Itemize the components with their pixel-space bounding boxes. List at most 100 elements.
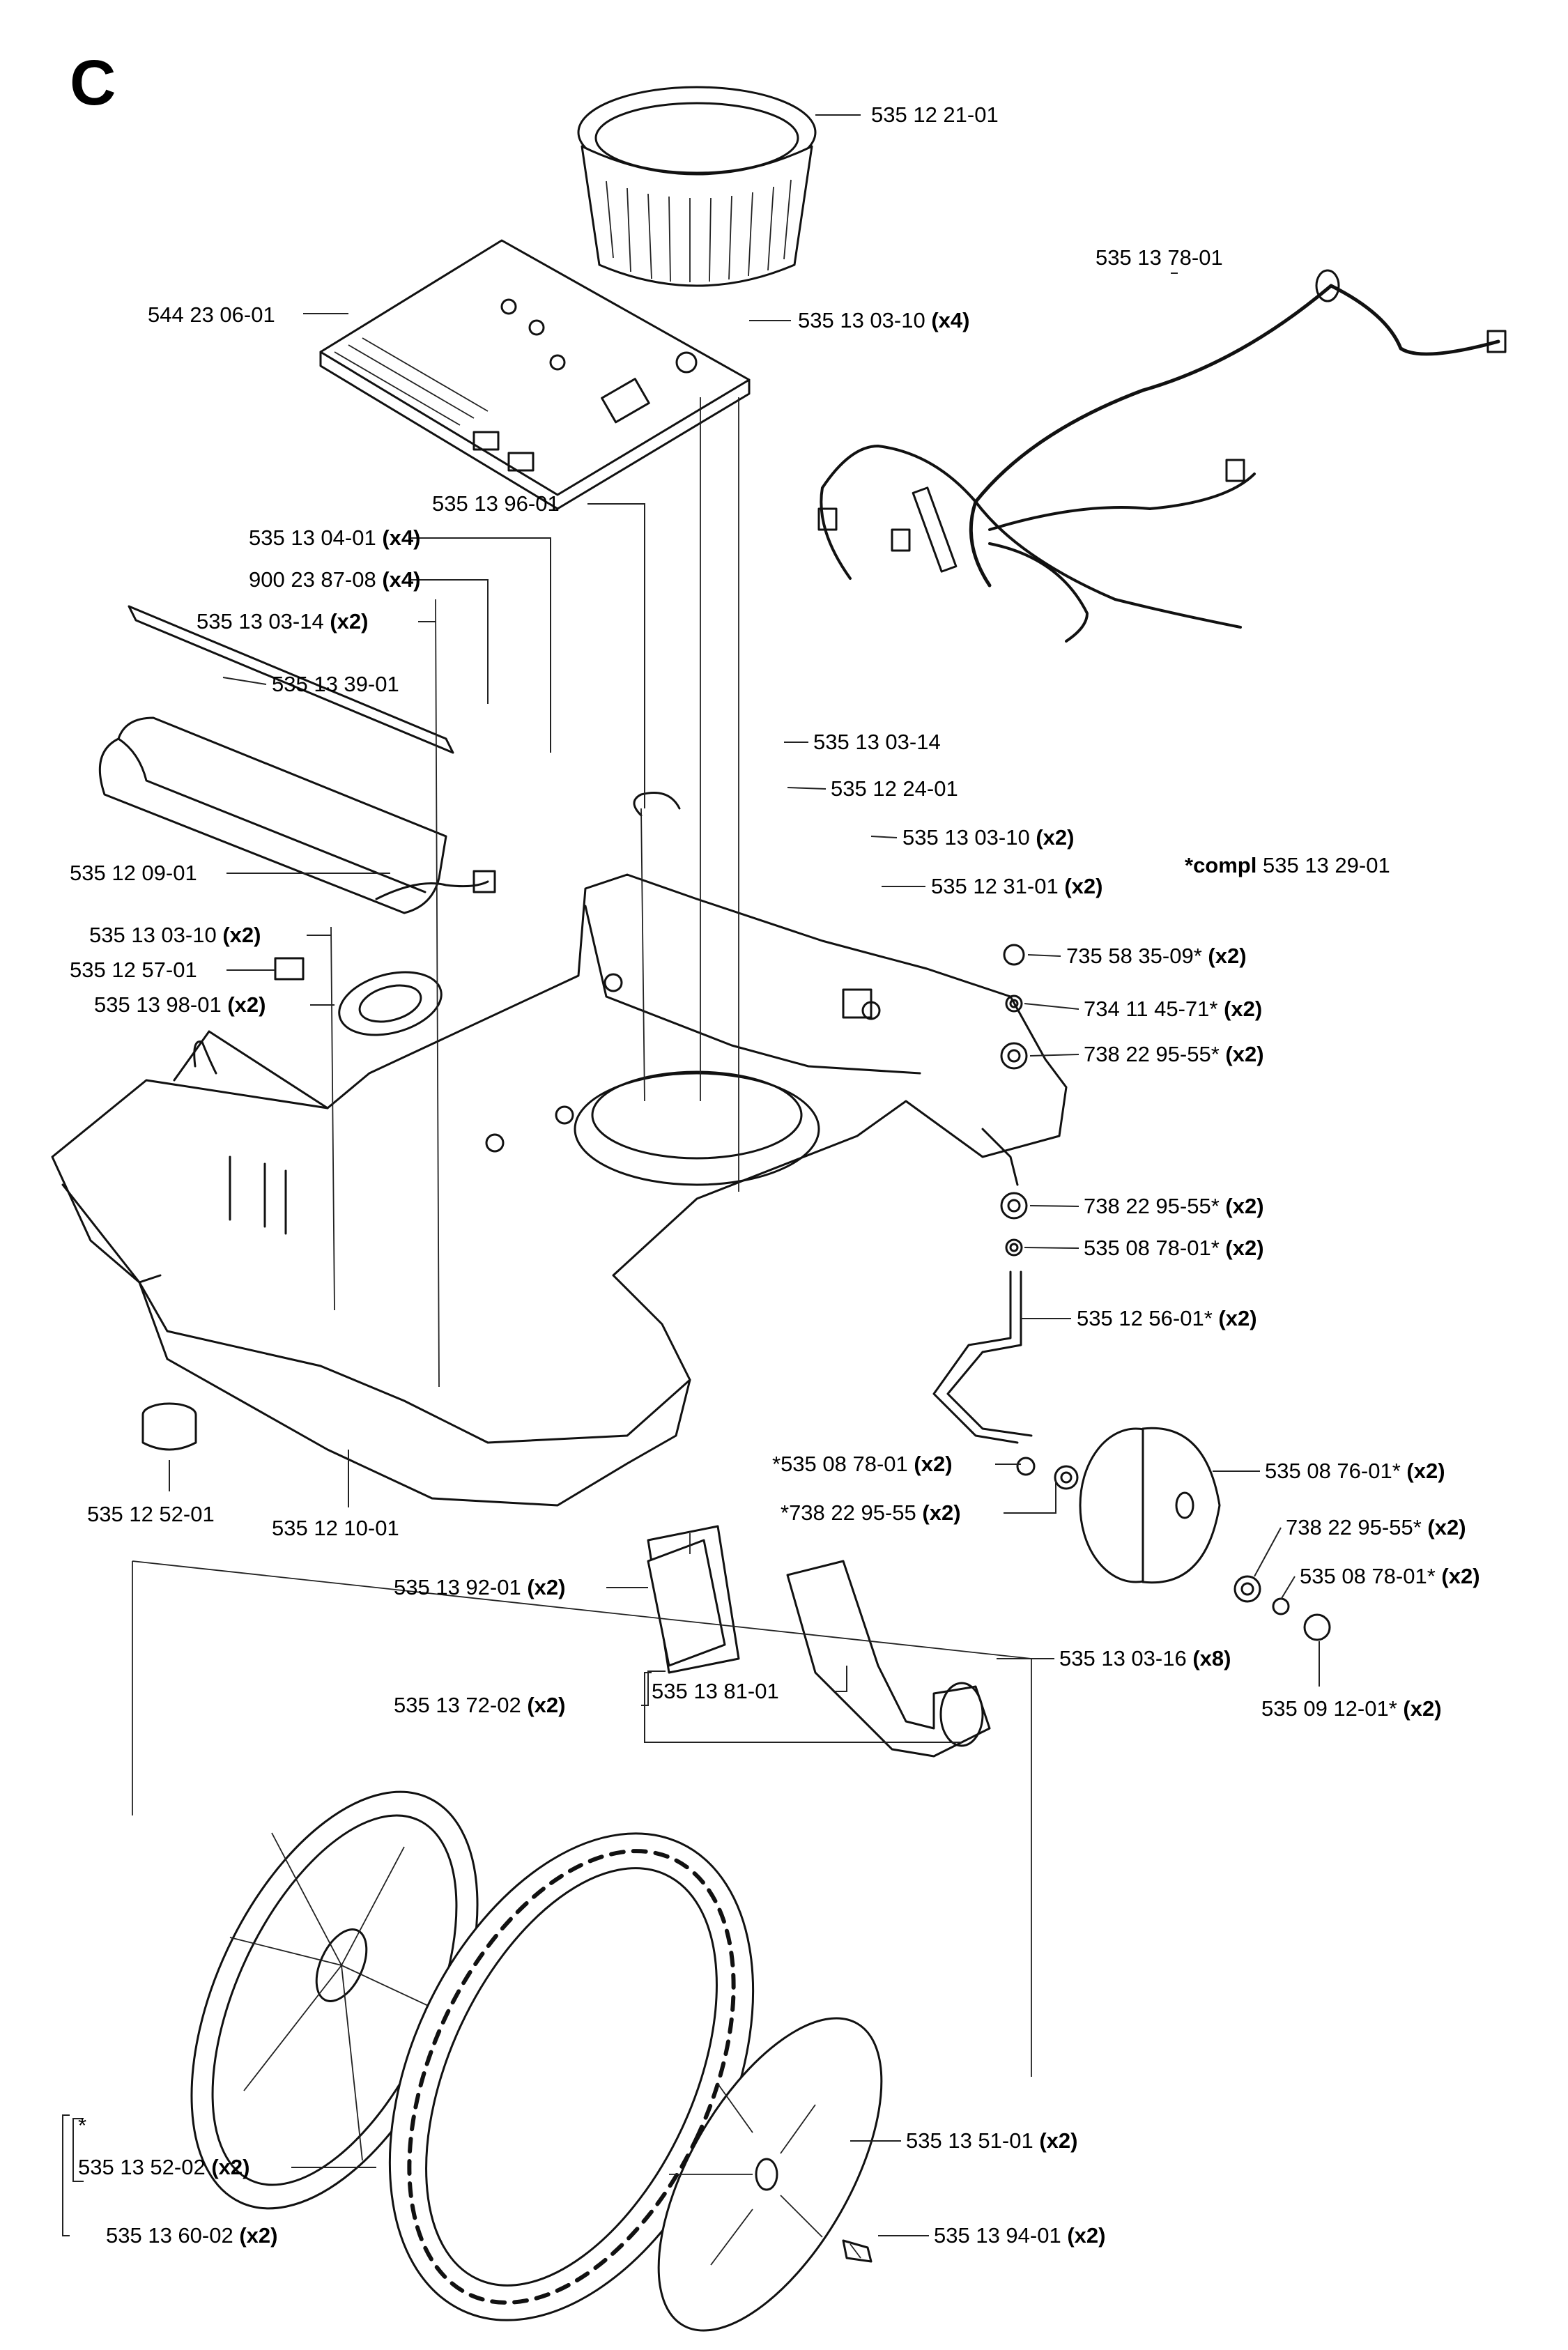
part-callout: 535 12 57-01 — [70, 958, 197, 982]
leader-line — [411, 579, 489, 704]
part-number: 535 09 12-01* — [1261, 1696, 1397, 1721]
part-number: 535 12 10-01 — [272, 1516, 399, 1540]
speaker-part — [193, 792, 681, 1075]
part-number: 535 13 98-01 — [94, 992, 222, 1017]
part-callout: 535 13 96-01 — [432, 491, 560, 516]
part-callout: 535 12 52-01 — [87, 1502, 215, 1526]
part-number: 535 13 81-01 — [652, 1679, 779, 1703]
leader-line — [62, 2114, 70, 2236]
part-callout: 535 13 03-10 (x4) — [798, 308, 969, 332]
leader-line — [1029, 1054, 1079, 1057]
part-quantity: (x2) — [222, 923, 261, 947]
part-callout: 535 12 10-01 — [272, 1516, 399, 1540]
part-callout: 535 13 92-01 (x2) — [394, 1575, 565, 1599]
part-quantity: (x2) — [527, 1575, 565, 1599]
part-callout: 535 12 56-01* (x2) — [1077, 1306, 1257, 1330]
part-number: 535 13 03-14 — [197, 609, 324, 633]
part-number: 535 12 52-01 — [87, 1502, 215, 1526]
group-bracket — [72, 2118, 84, 2182]
part-number: 900 23 87-08 — [249, 567, 376, 592]
part-number: 535 13 96-01 — [432, 491, 560, 516]
part-number: 735 58 35-09* — [1066, 944, 1202, 968]
section-letter: C — [70, 47, 116, 118]
part-callout: 535 13 03-10 (x2) — [902, 825, 1074, 850]
part-callout: 738 22 95-55* (x2) — [1084, 1194, 1264, 1218]
part-quantity: (x2) — [239, 2223, 277, 2248]
part-quantity: (x2) — [1225, 1194, 1263, 1218]
part-number: 535 12 09-01 — [70, 861, 197, 885]
part-quantity: (x2) — [1427, 1515, 1466, 1539]
part-number: 535 08 78-01* — [1084, 1236, 1220, 1260]
part-quantity: (x2) — [1224, 997, 1262, 1021]
part-number: 535 12 56-01* — [1077, 1306, 1213, 1330]
part-number: 738 22 95-55* — [1286, 1515, 1422, 1539]
battery-part — [98, 605, 496, 914]
part-number: *738 22 95-55 — [781, 1500, 916, 1525]
part-callout: 734 11 45-71* (x2) — [1084, 997, 1262, 1021]
part-quantity: (x2) — [1036, 825, 1074, 850]
part-callout: 535 13 81-01 — [652, 1679, 779, 1703]
leader-line — [222, 677, 267, 685]
part-number: 535 12 31-01 — [931, 874, 1059, 898]
part-number: 535 08 76-01* — [1265, 1459, 1401, 1483]
part-quantity: (x4) — [382, 525, 420, 550]
part-number: 535 13 52-02 — [78, 2155, 206, 2179]
part-callout: 535 12 24-01 — [831, 776, 958, 801]
part-callout: 535 13 51-01 (x2) — [906, 2128, 1077, 2153]
leader-line — [411, 537, 551, 753]
part-callout: *738 22 95-55 (x2) — [781, 1500, 961, 1525]
part-callout: 535 12 09-01 — [70, 861, 197, 885]
circuit-board-part — [319, 239, 751, 510]
part-number: 738 22 95-55* — [1084, 1194, 1220, 1218]
part-quantity: (x2) — [1441, 1564, 1479, 1588]
part-callout: 535 08 78-01* (x2) — [1084, 1236, 1264, 1260]
tyre-part — [388, 1832, 755, 2321]
part-quantity: (x2) — [1225, 1236, 1263, 1260]
part-quantity: (x2) — [1064, 874, 1102, 898]
part-callout: 900 23 87-08 (x4) — [249, 567, 420, 592]
part-quantity: (x2) — [227, 992, 266, 1017]
leader-line — [1004, 1481, 1056, 1514]
part-number: * — [78, 2113, 86, 2137]
part-number: 535 12 21-01 — [871, 102, 999, 127]
part-callout: 535 13 03-10 (x2) — [89, 923, 261, 947]
leader-lines — [62, 114, 1320, 2236]
part-callout: 535 13 78-01 — [1096, 245, 1223, 270]
part-callout: 535 08 76-01* (x2) — [1265, 1459, 1445, 1483]
part-quantity: (x4) — [931, 308, 969, 332]
part-number: 734 11 45-71* — [1084, 997, 1217, 1021]
group-bracket — [644, 1672, 962, 1743]
part-number: 535 13 92-01 — [394, 1575, 521, 1599]
collar-part — [141, 1402, 197, 1451]
part-callout: 535 12 31-01 (x2) — [931, 874, 1102, 898]
leader-line — [870, 836, 898, 838]
part-number: 535 12 24-01 — [831, 776, 958, 801]
part-number: 535 13 78-01 — [1096, 245, 1223, 270]
part-callout: *535 08 78-01 (x2) — [772, 1452, 953, 1476]
part-number: 535 13 51-01 — [906, 2128, 1033, 2153]
leader-line — [1254, 1527, 1282, 1577]
part-callout: * — [78, 2113, 86, 2137]
part-callout: 535 13 39-01 — [272, 672, 399, 696]
bracket-plate-part — [647, 1539, 726, 1667]
front-wheel-part — [1016, 1427, 1331, 1641]
part-number: 535 13 03-14 — [813, 730, 941, 754]
chassis-body-part — [51, 873, 1068, 1507]
part-number: 535 13 39-01 — [272, 672, 399, 696]
part-callout: 735 58 35-09* (x2) — [1066, 944, 1247, 968]
cable-harness-part — [817, 269, 1507, 643]
part-number: 535 13 60-02 — [106, 2223, 233, 2248]
part-quantity: (x2) — [1406, 1459, 1445, 1483]
leader-line — [1280, 1576, 1296, 1600]
part-callout: 544 23 06-01 — [148, 302, 275, 327]
part-quantity: (x2) — [1039, 2128, 1077, 2153]
part-number: 738 22 95-55* — [1084, 1042, 1220, 1066]
part-callout: 535 13 04-01 (x4) — [249, 525, 420, 550]
leader-line — [833, 1666, 847, 1692]
part-number: 535 13 04-01 — [249, 525, 376, 550]
part-quantity: (x8) — [1192, 1646, 1231, 1671]
part-number: 535 13 03-16 — [1059, 1646, 1187, 1671]
part-quantity: (x2) — [1225, 1042, 1263, 1066]
part-callout: 535 13 03-16 (x8) — [1059, 1646, 1231, 1671]
part-callout: 535 13 72-02 (x2) — [394, 1693, 565, 1717]
